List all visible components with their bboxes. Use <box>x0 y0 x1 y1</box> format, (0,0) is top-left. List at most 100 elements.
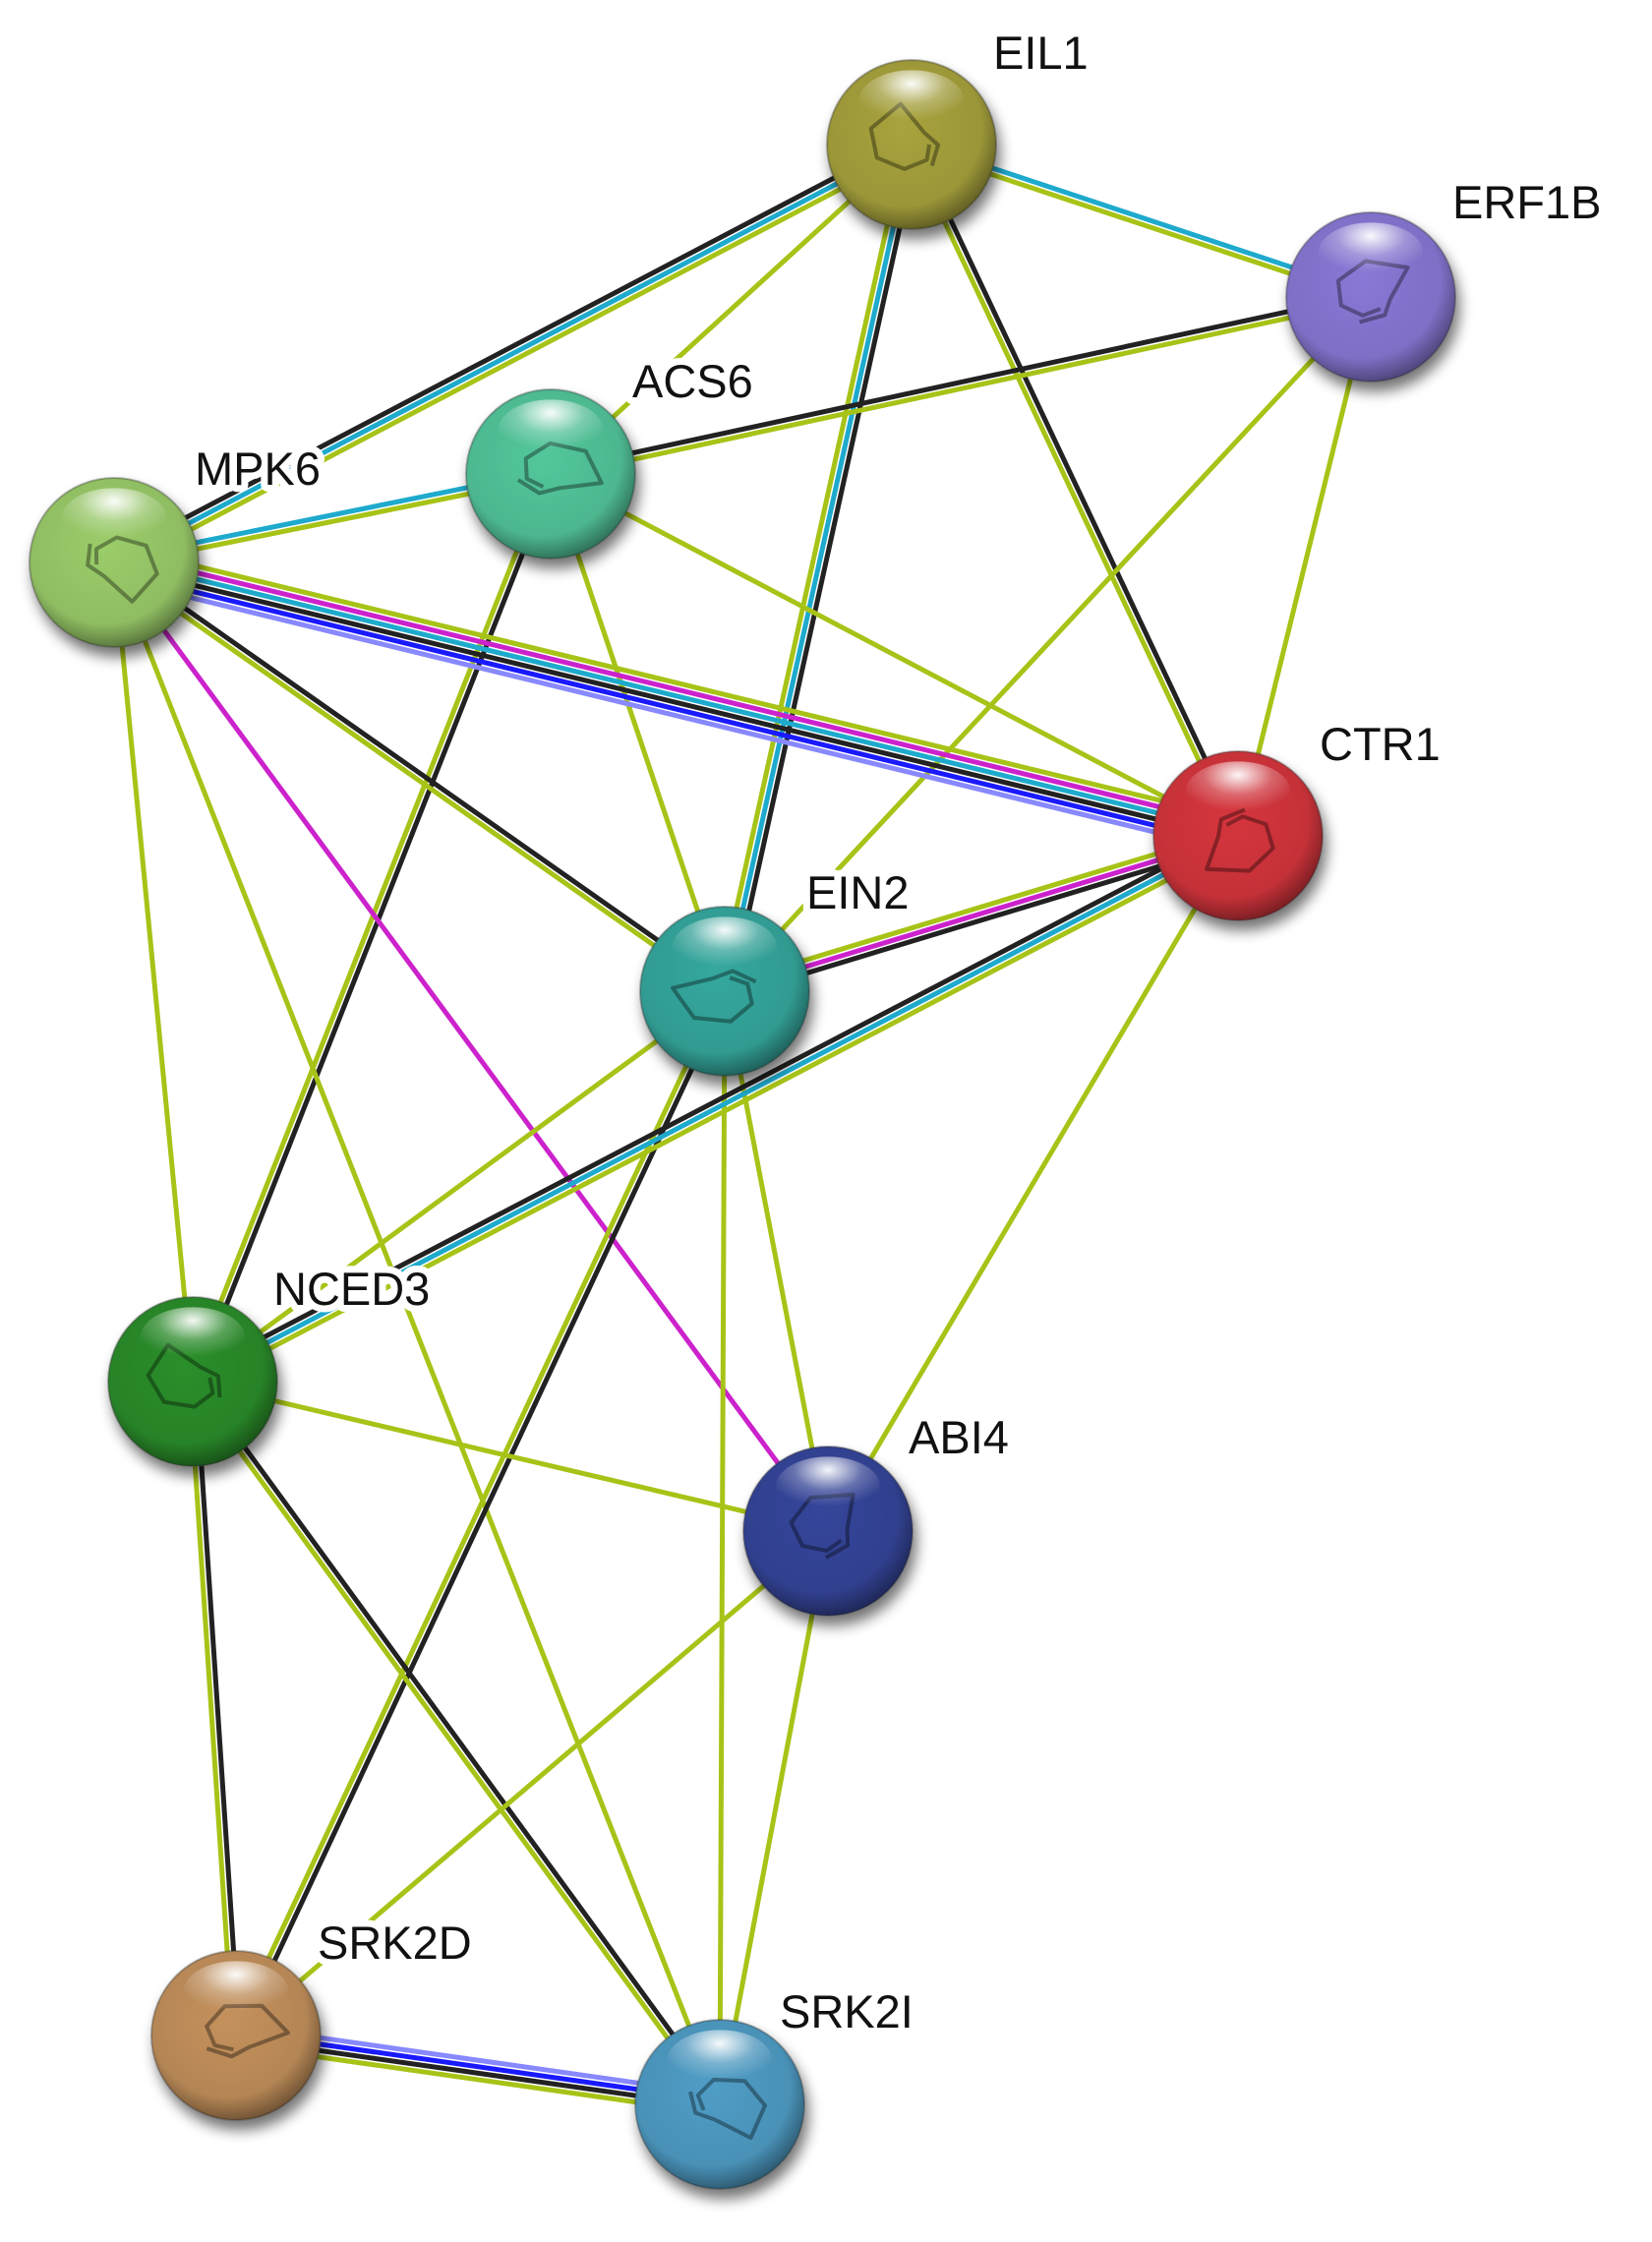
edge-abi4-srk2d[interactable] <box>234 1529 830 2037</box>
node-label-erf1b: ERF1B <box>1452 176 1602 228</box>
edge-acs6-erf1b[interactable] <box>549 291 1373 480</box>
node-highlight <box>498 399 604 461</box>
edge-erf1b-ctr1[interactable] <box>1235 296 1374 837</box>
edge-line-textmining <box>188 1382 720 2108</box>
edge-eil1-ein2[interactable] <box>716 143 920 993</box>
edge-line-database <box>114 557 1240 836</box>
edge-line-textmining <box>906 145 1238 839</box>
edge-line-textmining <box>194 839 1243 1389</box>
edge-line-coexpression <box>114 558 729 991</box>
edge-erf1b-ein2[interactable] <box>723 295 1373 993</box>
node-highlight <box>140 1307 246 1369</box>
edge-line-coexpression <box>188 828 1237 1379</box>
node-label-ctr1: CTR1 <box>1320 718 1441 770</box>
edge-nced3-abi4[interactable] <box>192 1379 829 1534</box>
node-label-mpk6: MPK6 <box>195 442 321 495</box>
edge-line-coexpression <box>549 291 1371 474</box>
node-erf1b[interactable]: ERF1B <box>1285 169 1609 383</box>
edge-line-textmining <box>722 990 831 1532</box>
edge-line-coexpression <box>193 1378 725 2104</box>
node-ein2[interactable]: EIN2 <box>639 859 916 1077</box>
edge-line-textmining <box>117 544 1243 823</box>
node-abi4[interactable]: ABI4 <box>742 1404 1016 1617</box>
edge-line-fusion <box>109 575 1235 855</box>
edge-line-coexpression <box>112 562 1238 842</box>
edge-mpk6-abi4[interactable] <box>111 560 831 1533</box>
edge-nced3-srk2d[interactable] <box>187 1381 242 2036</box>
node-label-srk2i: SRK2I <box>780 1985 914 2037</box>
node-highlight <box>858 70 965 132</box>
edge-layer <box>109 137 1374 2117</box>
edge-line-textmining <box>723 295 1373 993</box>
node-highlight <box>672 916 778 978</box>
edge-nced3-srk2i[interactable] <box>188 1378 725 2108</box>
edge-line-coexpression <box>193 1381 242 2036</box>
edge-line-coexpression <box>726 839 1241 1000</box>
edge-line-textmining <box>111 561 723 2105</box>
edge-line-neighborhood <box>111 569 1237 848</box>
edge-line-textmining <box>825 834 1241 1533</box>
node-eil1[interactable]: EIL1 <box>826 20 1095 230</box>
edge-line-textmining <box>230 988 725 2036</box>
edge-abi4-srk2i[interactable] <box>717 1530 831 2105</box>
edge-line-textmining <box>115 148 916 570</box>
node-highlight <box>775 1456 881 1518</box>
node-srk2i[interactable]: SRK2I <box>634 1978 920 2190</box>
node-highlight <box>1185 761 1291 823</box>
edge-mpk6-ctr1[interactable] <box>109 544 1243 855</box>
node-label-nced3: NCED3 <box>273 1263 430 1315</box>
edge-line-coexpression <box>912 142 1244 836</box>
edge-line-textmining <box>722 827 1237 988</box>
node-label-acs6: ACS6 <box>632 355 753 407</box>
edge-line-textmining <box>1235 296 1374 837</box>
edge-line-experiment <box>111 560 831 1533</box>
edge-line-textmining <box>234 1529 830 2037</box>
edge-line-textmining <box>187 1382 236 2036</box>
edge-line-textmining <box>717 990 728 2105</box>
edge-acs6-nced3[interactable] <box>187 471 557 1385</box>
node-srk2d[interactable]: SRK2D <box>150 1910 479 2121</box>
node-label-ein2: EIN2 <box>806 866 910 918</box>
edge-line-textmining <box>111 561 196 1383</box>
node-label-abi4: ABI4 <box>909 1411 1009 1463</box>
edge-line-database <box>191 833 1240 1385</box>
edge-line-coexpression <box>236 991 731 2038</box>
edge-ctr1-abi4[interactable] <box>825 834 1241 1533</box>
node-ctr1[interactable]: CTR1 <box>1152 711 1447 921</box>
edge-line-experiment <box>115 551 1241 829</box>
node-nced3[interactable]: NCED3 <box>107 1256 437 1467</box>
edge-line-experiment <box>724 833 1239 994</box>
edge-mpk6-ein2[interactable] <box>110 558 729 996</box>
edge-line-textmining <box>717 1530 831 2105</box>
edge-mpk6-nced3[interactable] <box>111 561 196 1383</box>
edge-eil1-ctr1[interactable] <box>906 142 1244 839</box>
node-label-eil1: EIL1 <box>993 27 1089 79</box>
edge-ein2-srk2i[interactable] <box>717 990 728 2105</box>
edge-line-textmining <box>191 988 727 1385</box>
edge-acs6-ein2[interactable] <box>548 473 728 992</box>
edge-line-coexpression <box>728 145 920 993</box>
node-highlight <box>1318 222 1424 284</box>
edge-line-coexpression <box>109 137 911 560</box>
edge-ctr1-nced3[interactable] <box>188 828 1243 1389</box>
edge-line-coexpression <box>193 474 557 1385</box>
edge-ein2-abi4[interactable] <box>722 990 831 1532</box>
edge-ein2-nced3[interactable] <box>191 988 727 1385</box>
node-label-srk2d: SRK2D <box>318 1917 472 1969</box>
edge-line-textmining <box>192 1379 829 1534</box>
edge-mpk6-eil1[interactable] <box>109 137 916 570</box>
node-highlight <box>61 488 167 550</box>
edge-line-textmining <box>549 471 1240 839</box>
edge-line-textmining <box>187 471 551 1382</box>
edge-ein2-srk2d[interactable] <box>230 988 731 2038</box>
node-mpk6[interactable]: MPK6 <box>29 436 327 648</box>
edge-ein2-ctr1[interactable] <box>722 827 1241 1000</box>
node-highlight <box>667 2030 773 2092</box>
edge-line-textmining <box>548 473 728 992</box>
edge-mpk6-srk2i[interactable] <box>111 561 723 2105</box>
edge-line-textmining <box>110 562 725 996</box>
node-acs6[interactable]: ACS6 <box>465 348 760 560</box>
edge-line-database <box>722 144 914 992</box>
edge-acs6-ctr1[interactable] <box>549 471 1240 839</box>
